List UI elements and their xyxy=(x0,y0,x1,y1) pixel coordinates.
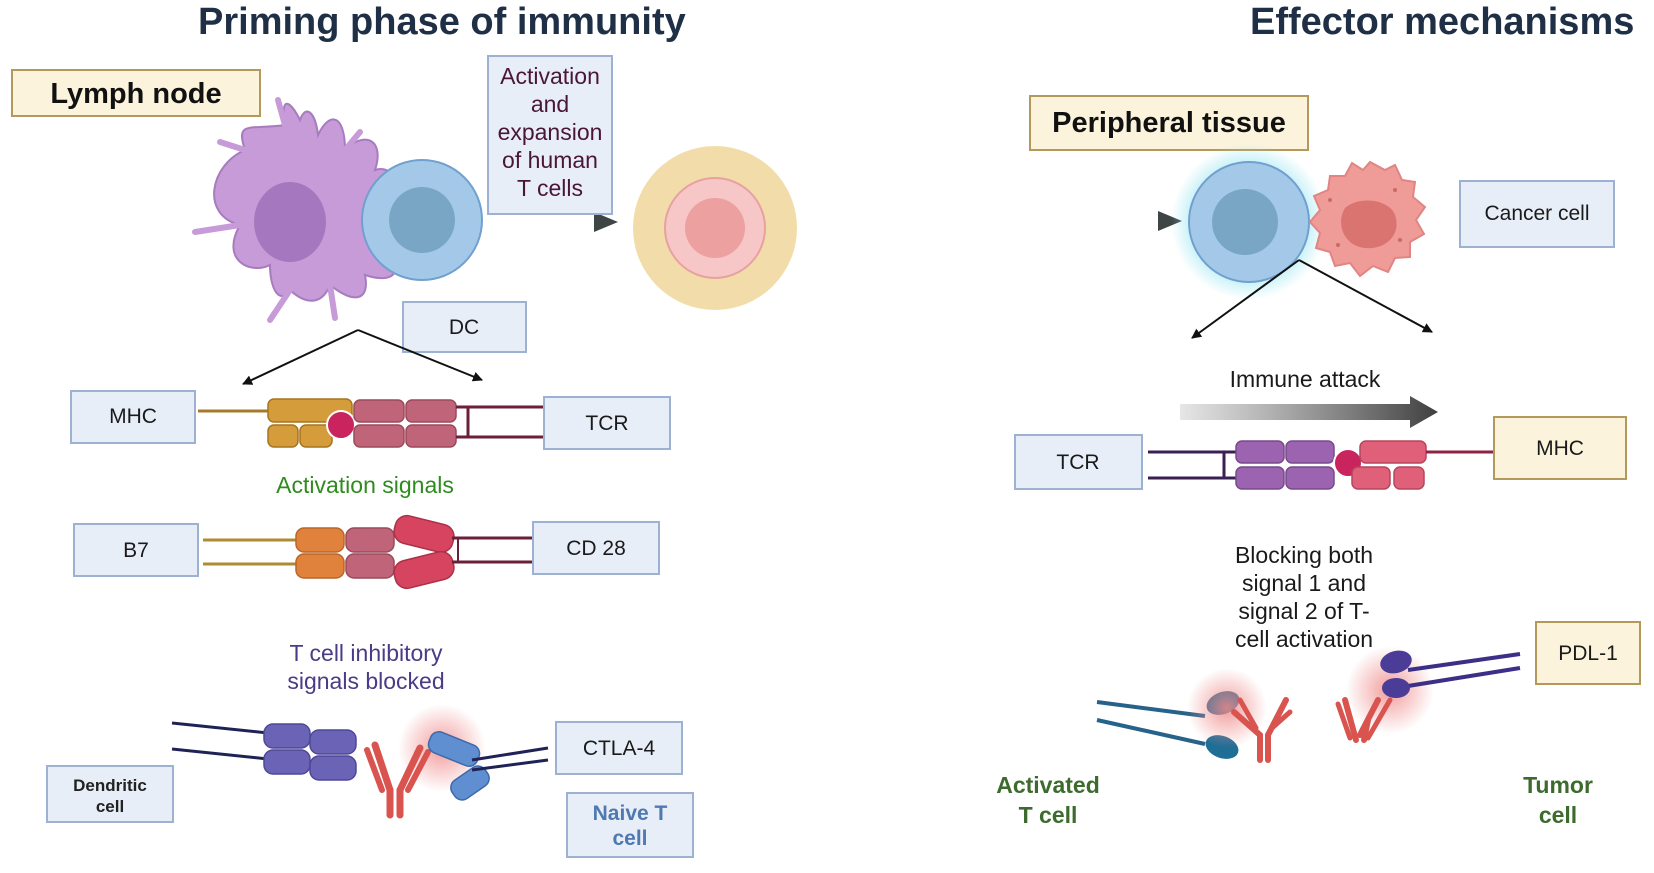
naive-t-cell-line-1: Naive T xyxy=(593,802,668,825)
immune-attack-arrow xyxy=(1180,396,1438,428)
tumor-cell-line-1: Tumor xyxy=(1523,772,1593,798)
pdl1-label: PDL-1 xyxy=(1535,621,1641,685)
dendritic-cell-illustration xyxy=(192,97,403,323)
activated-t-cell-line-2: T cell xyxy=(1019,802,1078,828)
b7-text: B7 xyxy=(123,539,149,562)
naive-t-cell-line-2: cell xyxy=(612,827,647,850)
dendritic-cell-line-1: Dendritic xyxy=(73,776,147,795)
b7-label: B7 xyxy=(73,523,199,577)
blocking-line-1: Blocking both xyxy=(1235,542,1373,568)
immune-attack-label: Immune attack xyxy=(1230,366,1381,392)
effector-mechanisms-title: Effector mechanisms xyxy=(1250,1,1634,43)
blocking-line-2: signal 1 and xyxy=(1242,570,1366,596)
activation-line-3: expansion xyxy=(498,119,603,145)
priming-phase-title: Priming phase of immunity xyxy=(198,1,686,43)
activated-t-cell-illustration-right xyxy=(1171,144,1327,300)
cancer-cell-label: Cancer cell xyxy=(1459,180,1615,248)
activation-line-1: Activation xyxy=(500,63,600,89)
tcr-label-left: TCR xyxy=(543,396,671,450)
dc-text: DC xyxy=(449,316,479,339)
ctla4-receptor xyxy=(427,731,549,801)
lymph-node-text: Lymph node xyxy=(50,78,221,110)
lymph-node-label: Lymph node xyxy=(11,69,261,117)
anti-pd1-antibody xyxy=(1187,668,1293,763)
pdl1-text: PDL-1 xyxy=(1558,642,1618,665)
split-arrows-left xyxy=(242,329,483,385)
activation-line-2: and xyxy=(531,91,569,117)
mhc-text-left: MHC xyxy=(109,405,157,428)
blocking-line-3: signal 2 of T- xyxy=(1238,598,1369,624)
tcr-text-right: TCR xyxy=(1056,451,1099,474)
ctla4-label: CTLA-4 xyxy=(555,721,683,775)
activation-line-5: T cells xyxy=(517,175,583,201)
ctla4-text: CTLA-4 xyxy=(583,737,656,760)
tumor-cell-line-2: cell xyxy=(1539,802,1577,828)
cancer-cell-illustration xyxy=(1308,160,1427,278)
mhc-tcr-complex-left xyxy=(198,398,548,448)
peripheral-tissue-label: Peripheral tissue xyxy=(1029,95,1309,151)
peripheral-tissue-text: Peripheral tissue xyxy=(1052,107,1286,139)
activation-arrow xyxy=(450,212,618,232)
mhc-label-right: MHC xyxy=(1493,416,1627,480)
activation-signals-label: Activation signals xyxy=(276,472,454,498)
tcr-label-right: TCR xyxy=(1014,434,1143,490)
split-arrows-right xyxy=(1191,259,1433,339)
tcr-mhc-complex-right xyxy=(1148,440,1496,490)
naive-t-cell-label: Naive T cell xyxy=(566,792,694,858)
cd28-text: CD 28 xyxy=(566,537,626,560)
t-cell-illustration-left xyxy=(361,159,483,281)
activated-t-cell-line-1: Activated xyxy=(996,772,1100,798)
dendritic-cell-label: Dendritic cell xyxy=(46,765,174,823)
migration-arrow xyxy=(795,211,1182,231)
cancer-cell-text: Cancer cell xyxy=(1484,202,1589,225)
dc-label: DC xyxy=(402,301,527,353)
inhibitory-signals-line-1: T cell inhibitory xyxy=(290,640,443,666)
tcr-text-left: TCR xyxy=(585,412,628,435)
mhc-label-left: MHC xyxy=(70,390,196,444)
pdl1-receptor xyxy=(1380,650,1521,698)
activation-expansion-box: Activation and expansion of human T cell… xyxy=(487,55,613,215)
dendritic-cell-line-2: cell xyxy=(96,797,124,816)
blocking-line-4: cell activation xyxy=(1235,626,1373,652)
b7-dendritic-receptor xyxy=(171,721,357,781)
expanded-t-cell-illustration xyxy=(633,146,797,310)
b7-cd28-complex xyxy=(203,514,532,590)
activation-line-4: of human xyxy=(502,147,598,173)
inhibitory-signals-line-2: signals blocked xyxy=(287,668,444,694)
cd28-label: CD 28 xyxy=(532,521,660,575)
mhc-text-right: MHC xyxy=(1536,437,1584,460)
